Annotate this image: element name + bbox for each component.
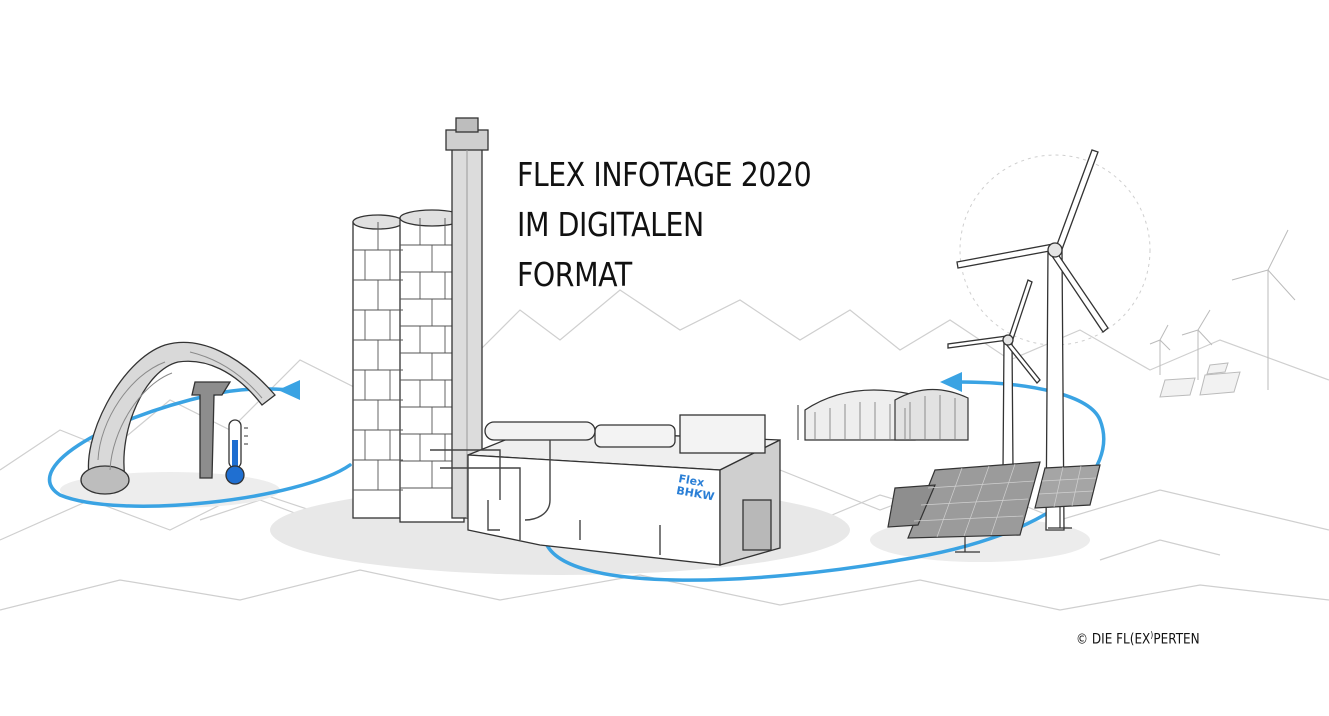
distant-solar-panels [1159, 362, 1241, 398]
headline-line-3: FORMAT [517, 255, 632, 294]
chp-module-icon [430, 414, 781, 566]
event-headline: FLEX INFOTAGE 2020 IM DIGITALEN FORMAT [517, 150, 812, 300]
heat-arrowhead [278, 380, 300, 400]
headline-line-2: IM DIGITALEN [517, 205, 704, 244]
heat-pipe-icon [80, 341, 276, 495]
copyright-prefix: © DIE FL(EX [1076, 631, 1151, 648]
distant-wind-turbines [1149, 229, 1296, 390]
power-arrowhead [940, 372, 962, 392]
copyright-suffix: PERTEN [1153, 631, 1200, 648]
biogas-plant-icon [797, 388, 969, 441]
thermometer-icon [225, 419, 248, 485]
biogas-chimney-icon [352, 209, 465, 523]
badge-line1: Flex [677, 472, 705, 489]
solar-panel-icon [887, 461, 1101, 553]
copyright-notice: © DIE FL(EX)PERTEN [1076, 631, 1200, 648]
headline-line-1: FLEX INFOTAGE 2020 [517, 155, 812, 194]
wind-turbine-icon [947, 149, 1109, 531]
copyright-superscript: ) [1150, 631, 1154, 641]
heat-flow-arrow [47, 387, 352, 508]
